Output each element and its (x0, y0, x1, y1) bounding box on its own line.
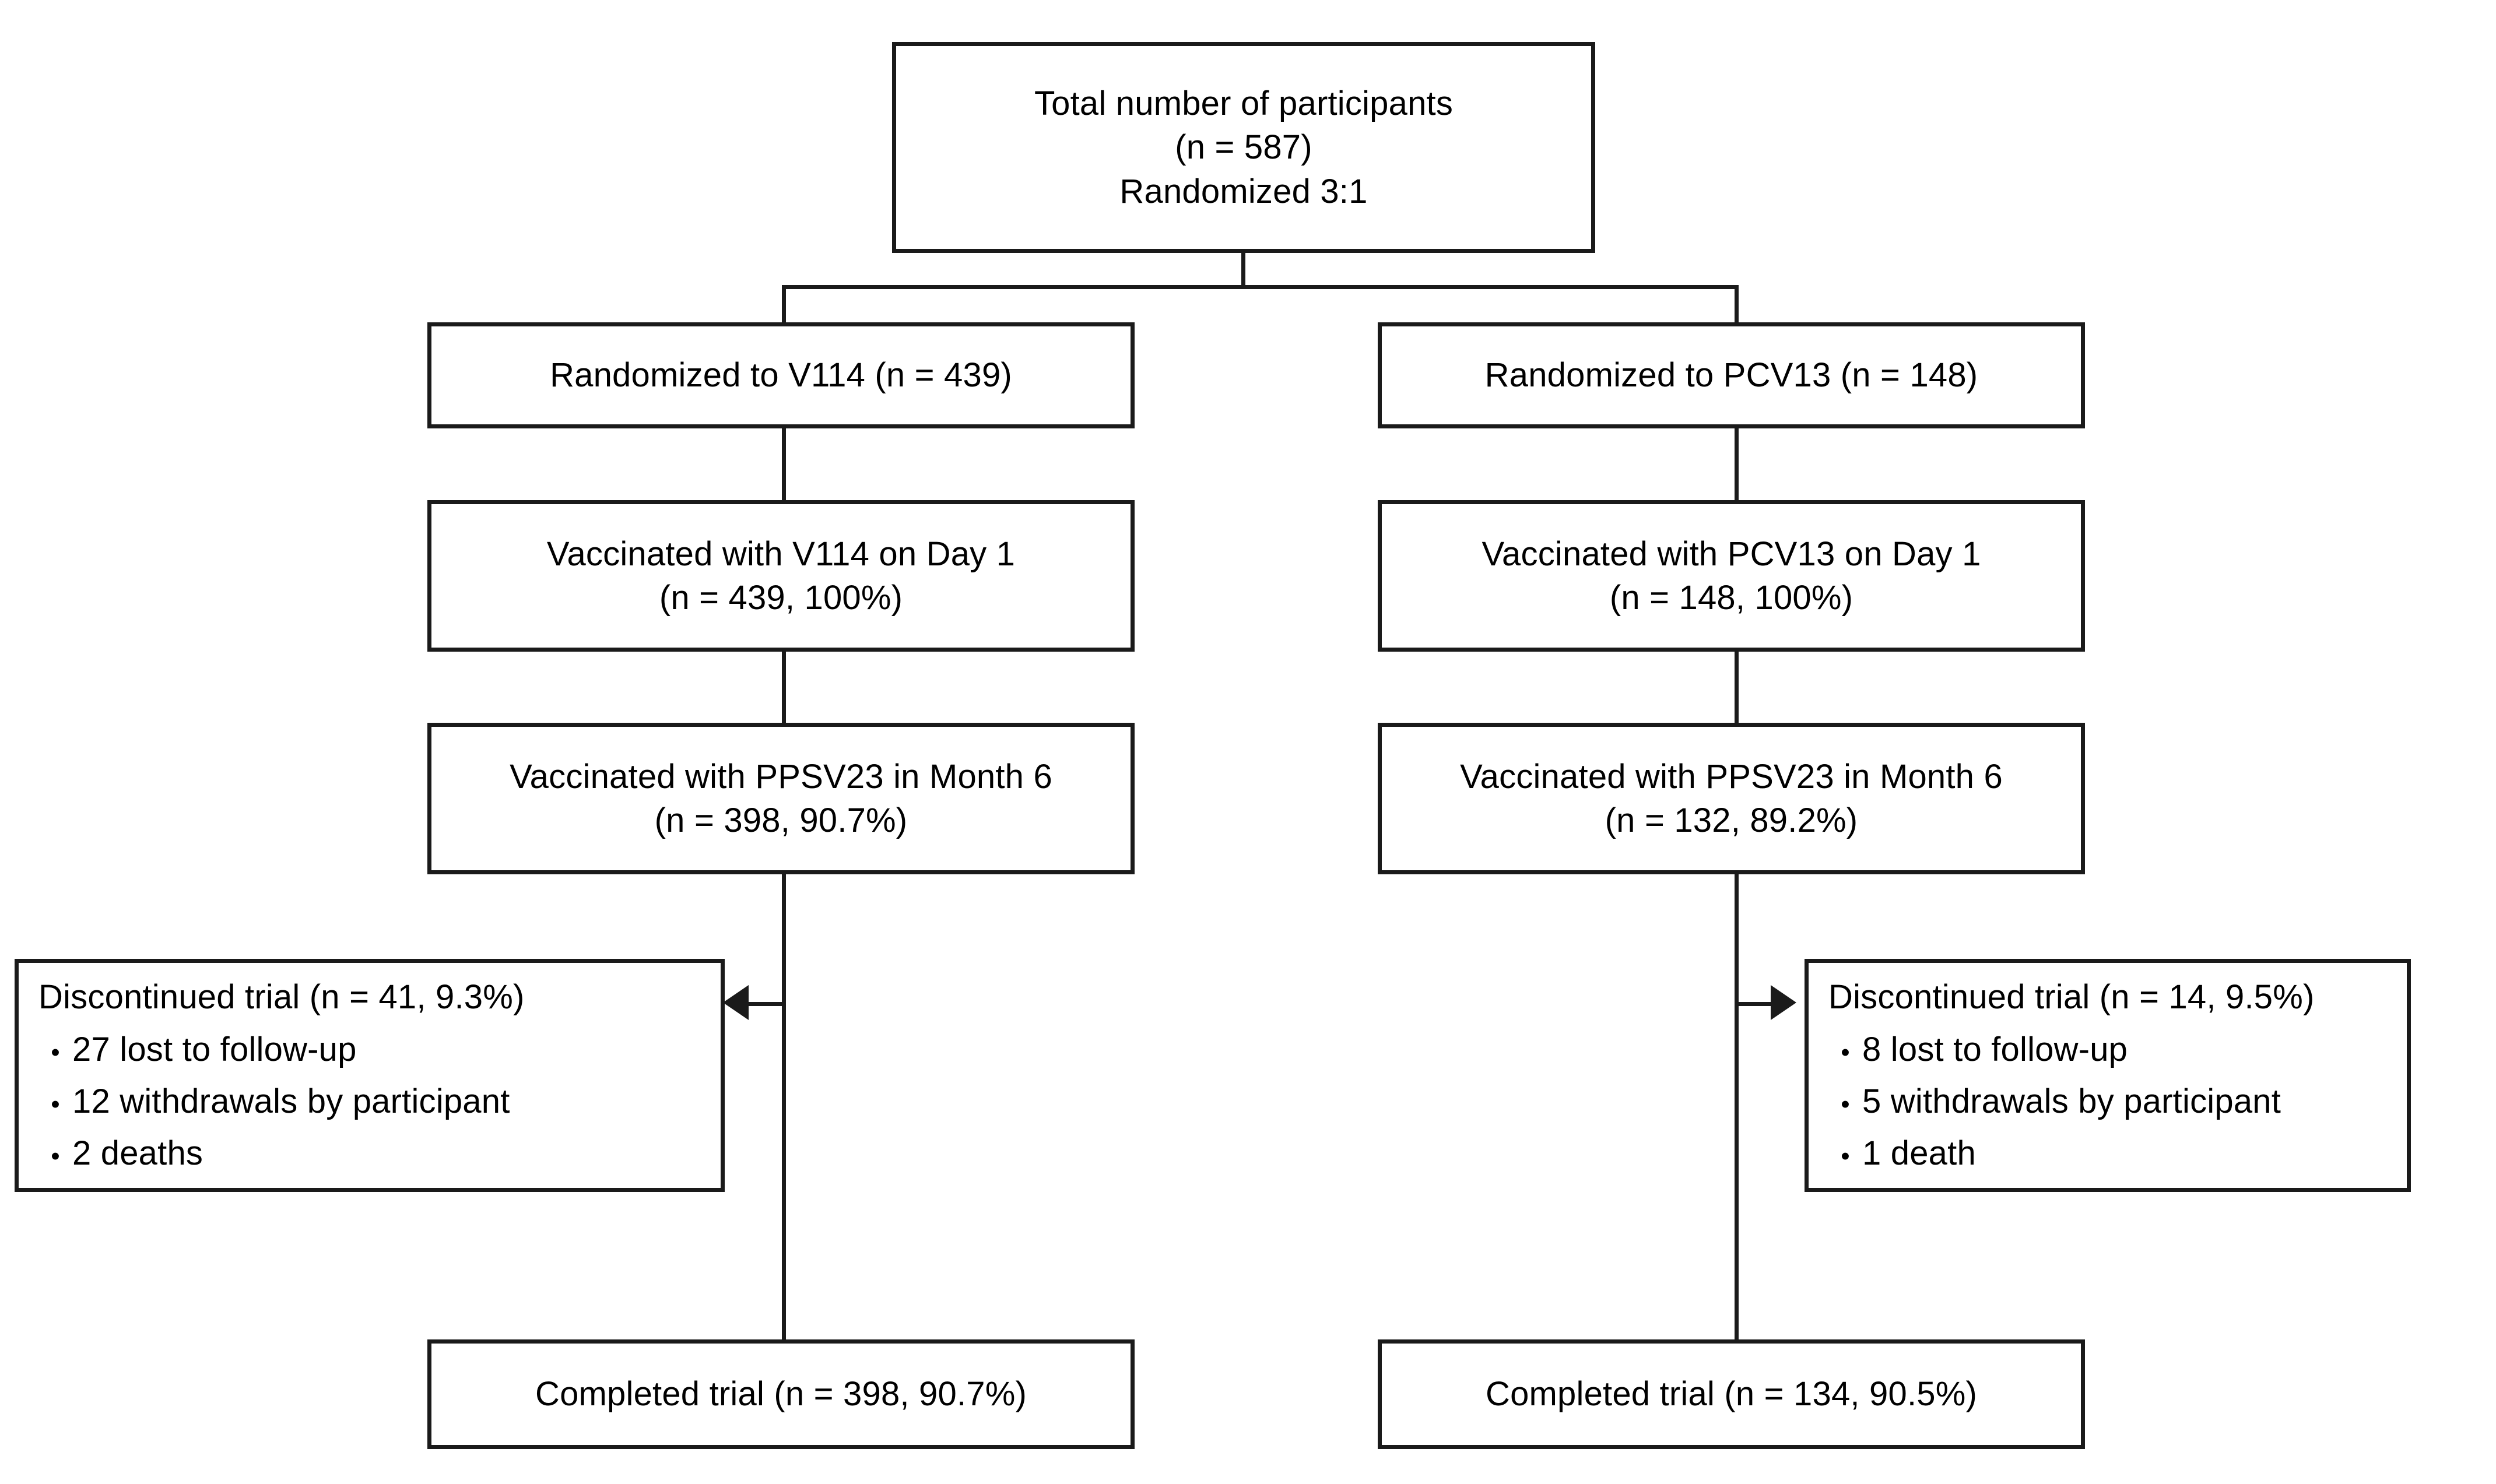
connector-split-horizontal (782, 285, 1739, 289)
node-discontinued-pcv13: Discontinued trial (n = 14, 9.5%) • 8 lo… (1805, 959, 2411, 1192)
bullet-dot-icon: • (51, 1038, 60, 1067)
node-ppsv23-v114-line1: Vaccinated with PPSV23 in Month 6 (510, 757, 1052, 796)
node-vaccinated-pcv13-day1-line2: (n = 148, 100%) (1609, 579, 1853, 617)
node-ppsv23-pcv13: Vaccinated with PPSV23 in Month 6 (n = 1… (1378, 723, 2085, 874)
node-total-participants-line2: (n = 587) (1175, 128, 1312, 167)
node-total-participants-line3: Randomized 3:1 (1119, 172, 1368, 210)
connector-pcv13-ppsv23-to-completed (1735, 874, 1739, 1341)
node-discontinued-pcv13-heading: Discontinued trial (n = 14, 9.5%) (1828, 978, 2315, 1017)
connector-v114-rand-to-day1 (782, 428, 786, 501)
node-completed-pcv13-line1: Completed trial (n = 134, 90.5%) (1485, 1375, 1977, 1413)
list-item: • 8 lost to follow-up (1828, 1028, 2387, 1071)
discontinued-pcv13-bullet-list: • 8 lost to follow-up • 5 withdrawals by… (1828, 1028, 2387, 1176)
node-ppsv23-v114-line2: (n = 398, 90.7%) (654, 801, 908, 839)
connector-split-to-v114 (782, 285, 786, 323)
connector-pcv13-day1-to-ppsv23 (1735, 652, 1739, 723)
connector-total-to-split (1241, 253, 1245, 289)
node-randomized-pcv13-line1: Randomized to PCV13 (n = 148) (1484, 356, 1978, 395)
connector-v114-day1-to-ppsv23 (782, 652, 786, 723)
bullet-dot-icon: • (51, 1090, 60, 1119)
node-discontinued-v114: Discontinued trial (n = 41, 9.3%) • 27 l… (15, 959, 725, 1192)
node-randomized-v114-line1: Randomized to V114 (n = 439) (550, 356, 1012, 395)
bullet-text: 27 lost to follow-up (72, 1030, 357, 1068)
node-total-participants-line1: Total number of participants (1034, 84, 1454, 122)
bullet-text: 8 lost to follow-up (1862, 1030, 2128, 1068)
discontinued-v114-bullet-list: • 27 lost to follow-up • 12 withdrawals … (38, 1028, 701, 1176)
node-randomized-v114: Randomized to V114 (n = 439) (427, 322, 1135, 428)
bullet-dot-icon: • (1841, 1090, 1850, 1119)
node-total-participants: Total number of participants (n = 587) R… (892, 42, 1595, 253)
node-vaccinated-pcv13-day1-line1: Vaccinated with PCV13 on Day 1 (1482, 534, 1981, 573)
node-discontinued-v114-heading: Discontinued trial (n = 41, 9.3%) (38, 978, 525, 1017)
connector-pcv13-rand-to-day1 (1735, 428, 1739, 501)
node-completed-v114-line1: Completed trial (n = 398, 90.7%) (535, 1375, 1027, 1413)
bullet-text: 1 death (1862, 1134, 1976, 1173)
connector-v114-to-discontinued (747, 1002, 784, 1006)
connector-v114-ppsv23-to-completed (782, 874, 786, 1341)
list-item: • 12 withdrawals by participant (38, 1079, 701, 1123)
node-ppsv23-pcv13-line1: Vaccinated with PPSV23 in Month 6 (1460, 757, 2003, 796)
bullet-dot-icon: • (51, 1142, 60, 1171)
arrowhead-right-discontinued (1771, 985, 1796, 1020)
list-item: • 5 withdrawals by participant (1828, 1079, 2387, 1123)
node-vaccinated-pcv13-day1: Vaccinated with PCV13 on Day 1 (n = 148,… (1378, 500, 2085, 652)
list-item: • 27 lost to follow-up (38, 1028, 701, 1071)
bullet-text: 12 withdrawals by participant (72, 1082, 510, 1120)
node-completed-v114: Completed trial (n = 398, 90.7%) (427, 1339, 1135, 1449)
connector-split-to-pcv13 (1735, 285, 1739, 323)
node-ppsv23-v114: Vaccinated with PPSV23 in Month 6 (n = 3… (427, 723, 1135, 874)
arrowhead-left-discontinued (723, 985, 749, 1020)
node-vaccinated-v114-day1: Vaccinated with V114 on Day 1 (n = 439, … (427, 500, 1135, 652)
bullet-text: 5 withdrawals by participant (1862, 1082, 2281, 1120)
bullet-text: 2 deaths (72, 1134, 203, 1173)
node-randomized-pcv13: Randomized to PCV13 (n = 148) (1378, 322, 2085, 428)
node-vaccinated-v114-day1-line2: (n = 439, 100%) (659, 579, 903, 617)
list-item: • 1 death (1828, 1131, 2387, 1175)
connector-pcv13-to-discontinued (1735, 1002, 1771, 1006)
bullet-dot-icon: • (1841, 1142, 1850, 1171)
node-completed-pcv13: Completed trial (n = 134, 90.5%) (1378, 1339, 2085, 1449)
bullet-dot-icon: • (1841, 1038, 1850, 1067)
node-ppsv23-pcv13-line2: (n = 132, 89.2%) (1605, 801, 1858, 839)
node-vaccinated-v114-day1-line1: Vaccinated with V114 on Day 1 (546, 534, 1016, 573)
list-item: • 2 deaths (38, 1131, 701, 1175)
